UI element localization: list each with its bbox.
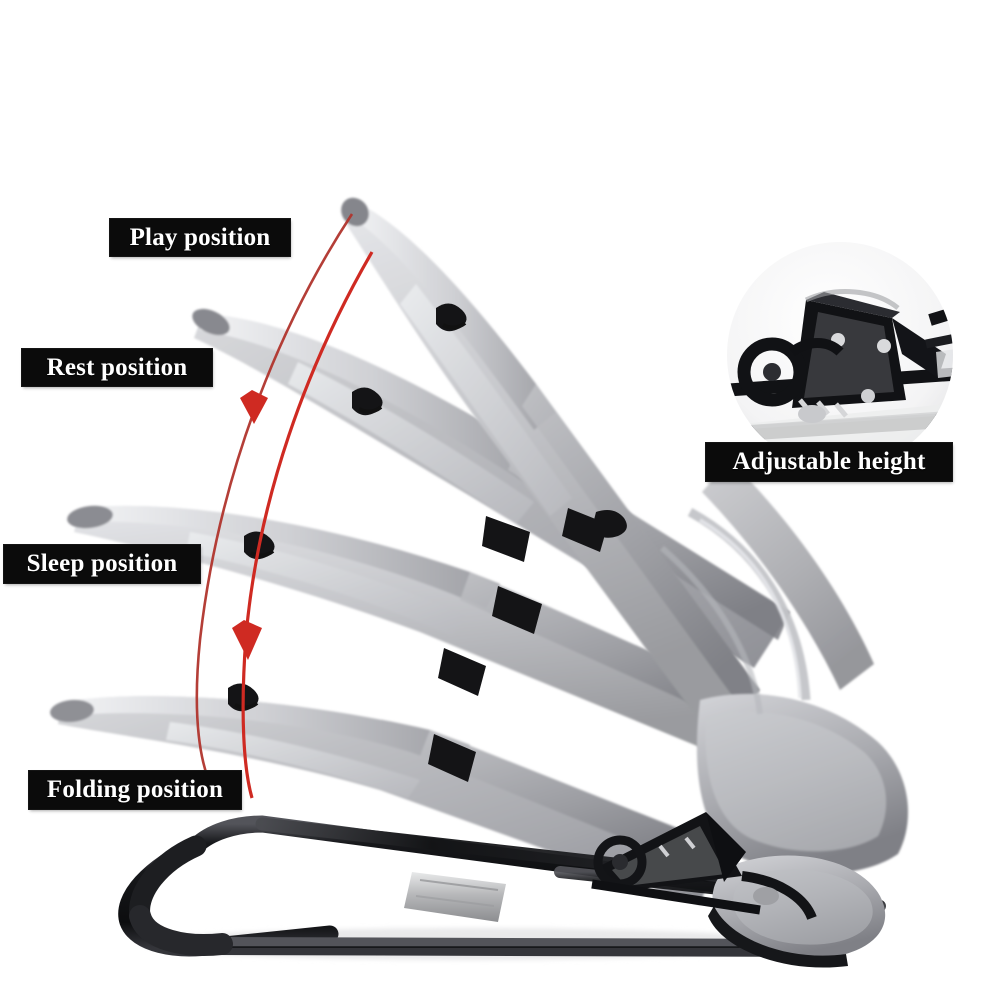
buckle xyxy=(438,648,486,696)
seat-fan-hub xyxy=(660,460,909,875)
buckle xyxy=(482,516,530,562)
label-adjustable-height: Adjustable height xyxy=(706,443,952,481)
buckle xyxy=(436,303,467,332)
outer-recline-arrow xyxy=(195,213,354,793)
label-play-position: Play position xyxy=(110,219,290,256)
buckle xyxy=(352,387,383,416)
label-rest-position: Rest position xyxy=(22,349,212,386)
buckle-hardware-group xyxy=(228,303,627,782)
inner-recline-arrow xyxy=(241,251,374,799)
label-sleep-position: Sleep position xyxy=(4,545,200,583)
recline-arrowhead-upper xyxy=(240,390,268,424)
height-adjuster-mechanism xyxy=(591,812,817,921)
buckle xyxy=(492,586,542,634)
recline-arrowhead-lower xyxy=(232,620,262,660)
buckle xyxy=(592,510,627,538)
buckle xyxy=(428,734,476,782)
label-folding-position: Folding position xyxy=(29,771,241,809)
buckle xyxy=(562,508,608,552)
seat-panel-folding xyxy=(50,696,720,905)
